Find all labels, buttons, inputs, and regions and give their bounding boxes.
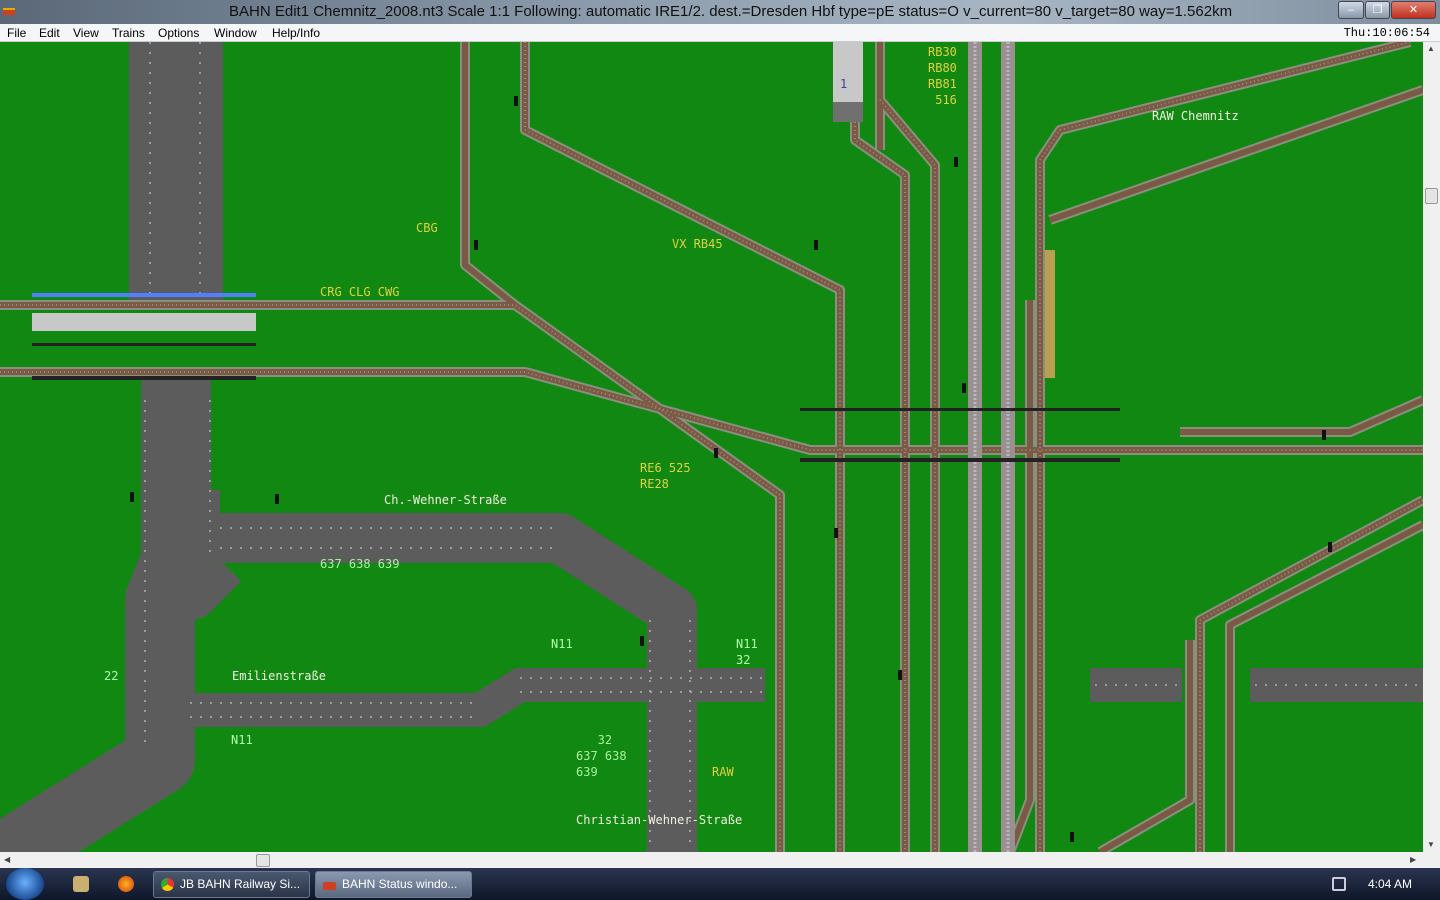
bus-label-32: 32 637 638 639 [576,733,627,779]
task-label: JB BAHN Railway Si... [180,877,301,891]
bus-label-n11: N11 [551,637,573,651]
street-label-emilien: Emilienstraße [232,669,326,683]
bus-label-22: 22 [104,669,119,683]
menu-options[interactable]: Options [158,26,200,40]
scroll-up-icon[interactable]: ▲ [1427,44,1435,53]
scroll-right-icon[interactable]: ▶ [1410,855,1417,864]
vertical-scrollbar[interactable]: ▲ ▼ [1423,42,1440,852]
street-label-christian: Christian-Wehner-Straße [576,813,743,827]
bahn-app-icon[interactable] [3,8,15,15]
track-map[interactable]: CBG CRG CLG CWG VX RB45 RE6 525 RE28 RB3… [0,42,1423,852]
start-button[interactable] [6,868,44,900]
chrome-icon [161,878,174,891]
line-label-re28: RE28 [640,477,669,491]
close-button[interactable]: ✕ [1391,1,1436,19]
window-title: BAHN Edit1 Chemnitz_2008.nt3 Scale 1:1 F… [229,3,1233,20]
platform-number: 1 [840,77,848,91]
scroll-down-icon[interactable]: ▼ [1427,840,1435,849]
bahn-icon [323,882,336,890]
platform [833,42,863,122]
line-label-cbg: CBG [416,221,438,235]
task-label: BAHN Status windo... [342,877,458,891]
menu-bar: File Edit View Trains Options Window Hel… [0,24,1440,42]
taskbar: JB BAHN Railway Si... BAHN Status windo.… [0,868,1440,900]
menu-view[interactable]: View [73,26,99,40]
explorer-icon[interactable] [73,876,89,892]
menu-help-info[interactable]: Help/Info [272,26,321,40]
line-label-rb: RB30 RB80 RB81 516 [928,45,957,107]
maximize-button[interactable]: ❐ [1365,1,1390,19]
network-icon[interactable] [1332,877,1346,891]
menu-edit[interactable]: Edit [39,26,60,40]
station-label-raw-chemnitz: RAW Chemnitz [1152,109,1239,123]
map-canvas[interactable] [0,42,1423,852]
road-markings [144,42,1420,850]
tray-clock[interactable]: 4:04 AM [1367,877,1412,891]
menu-trains[interactable]: Trains [112,26,145,40]
bus-label-n11-32: N11 32 [736,637,758,667]
task-jb-bahn-browser[interactable]: JB BAHN Railway Si... [153,871,310,898]
simulation-clock: Thu:10:06:54 [1343,26,1430,40]
minimize-button[interactable]: – [1338,1,1364,19]
horizontal-scroll-thumb[interactable] [256,854,270,867]
vertical-scroll-thumb[interactable] [1425,188,1438,204]
line-label-re6: RE6 525 [640,461,691,475]
station-label-raw: RAW [712,765,734,779]
bus-label-n11-west: N11 [231,733,253,747]
horizontal-scrollbar[interactable]: ◀ ▶ [0,852,1440,868]
scroll-left-icon[interactable]: ◀ [4,855,11,864]
menu-file[interactable]: File [7,26,27,40]
menu-window[interactable]: Window [214,26,257,40]
bus-label-637: 637 638 639 [320,557,400,571]
signals [130,96,1332,842]
street-label-wehner: Ch.-Wehner-Straße [384,493,507,507]
line-label-vx: VX RB45 [672,237,723,251]
firefox-icon[interactable] [118,876,134,892]
title-bar: BAHN Edit1 Chemnitz_2008.nt3 Scale 1:1 F… [0,0,1440,24]
task-bahn-status[interactable]: BAHN Status windo... [315,871,472,898]
line-label-crg: CRG CLG CWG [320,285,400,299]
bridges [32,250,1120,462]
